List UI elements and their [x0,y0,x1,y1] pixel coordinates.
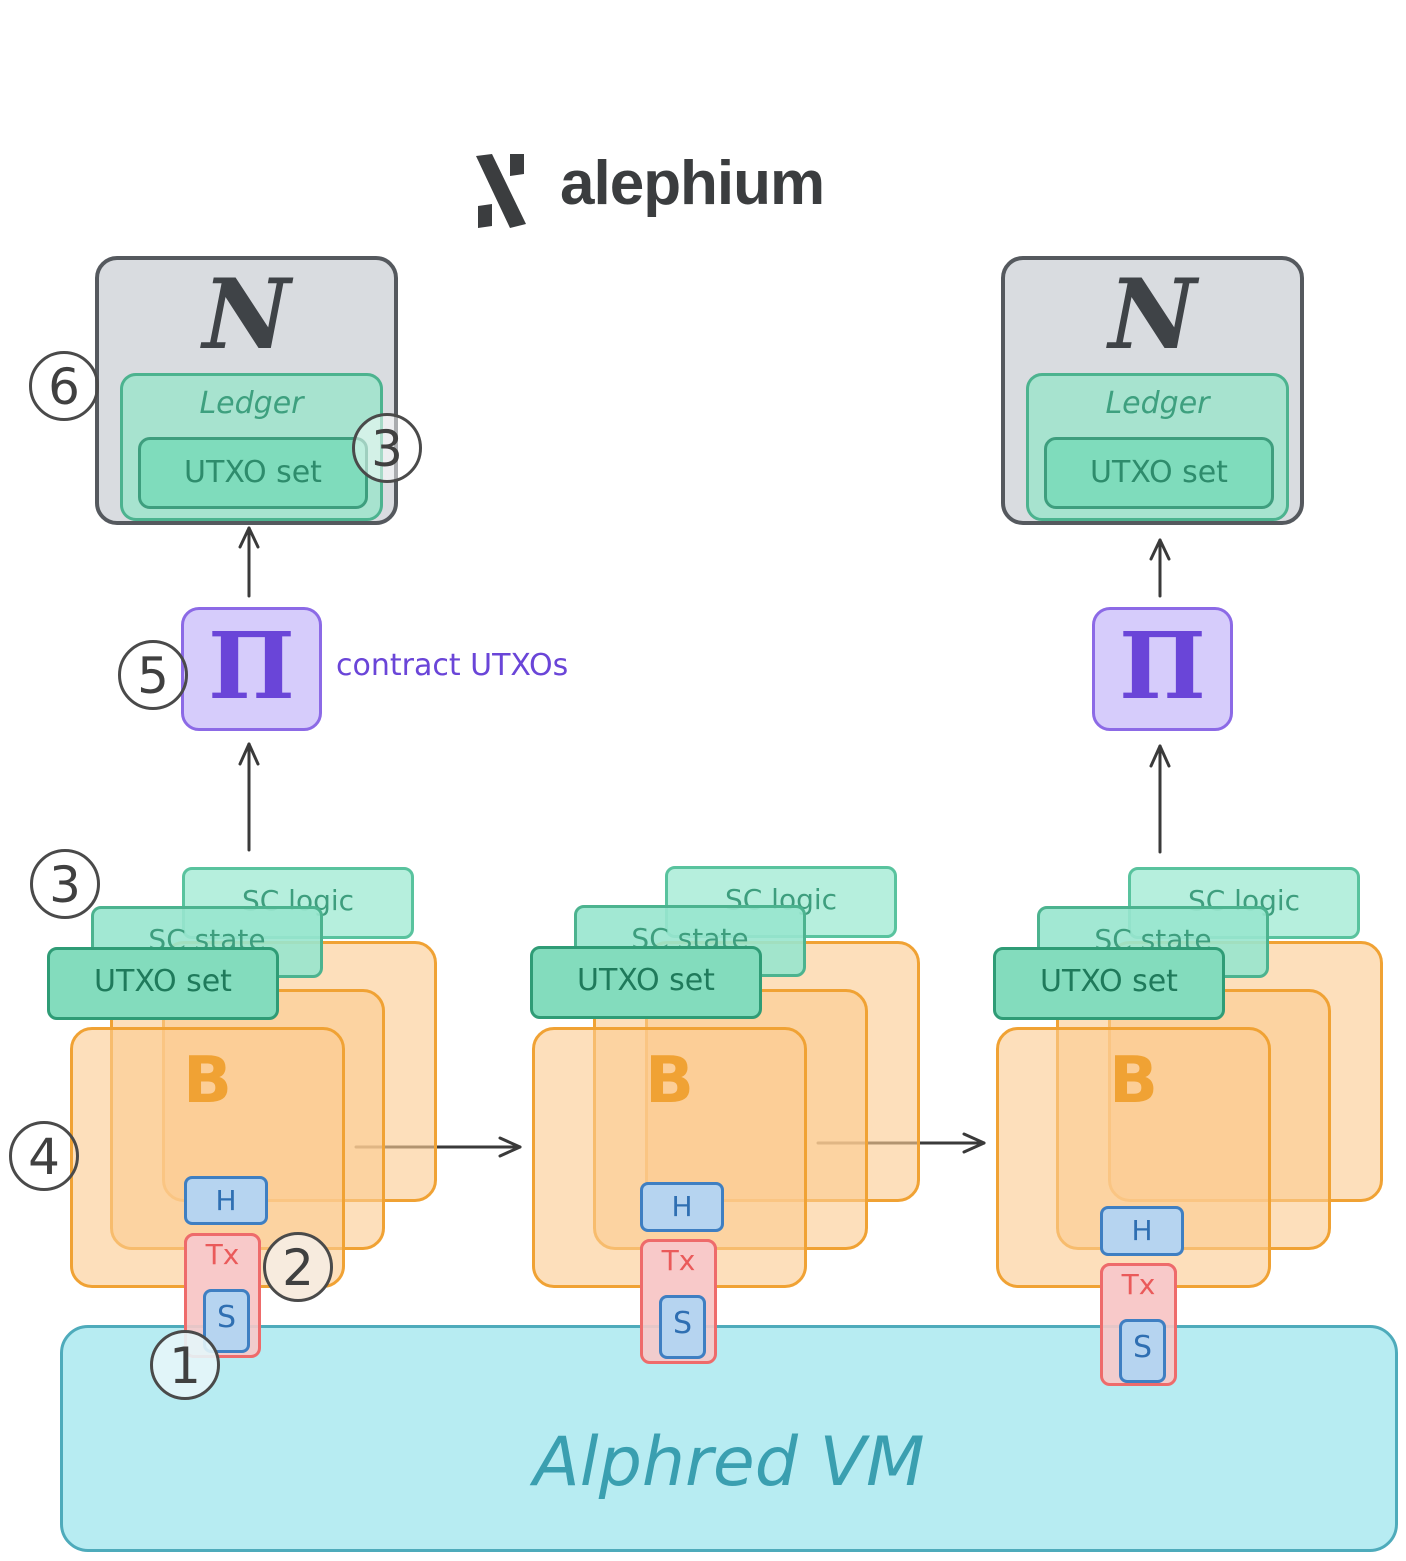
alphred-vm-label: Alphred VM [533,1423,925,1502]
block-3-utxo-set: UTXO set [993,947,1225,1020]
block-3-tx-overlay: Tx S [1100,1263,1177,1386]
block-1-script-overlay: S [203,1289,250,1353]
ledger-right-label: Ledger [1105,386,1210,421]
node-right: N Ledger UTXO set [1001,256,1304,525]
block-1-utxo-set: UTXO set [47,947,279,1020]
block-1-tx-overlay-label: Tx [205,1238,240,1271]
ledger-right: Ledger UTXO set [1026,373,1289,521]
alephium-logo-icon [476,154,526,228]
block-3-header: H [1100,1206,1184,1256]
block-3-letter: B [1109,1044,1158,1118]
badge-2: 2 [263,1232,333,1302]
ledger-left-label: Ledger [199,386,304,421]
contract-utxos-label: contract UTXOs [336,648,569,683]
logo-wordmark: alephium [560,149,825,218]
badge-3-block: 3 [30,849,100,919]
block-3-tx-overlay-label: Tx [1121,1268,1156,1301]
block-2-tx-overlay: Tx S [640,1239,717,1364]
badge-3-ledger: 3 [352,413,422,483]
pi-box-right: Π [1092,607,1233,731]
ledger-right-utxo: UTXO set [1044,437,1274,509]
block-2-letter: B [645,1044,694,1118]
pi-box-left: Π [181,607,322,731]
node-left: N Ledger UTXO set [95,256,398,525]
node-left-letter: N [202,258,291,371]
node-right-letter: N [1108,258,1197,371]
badge-5: 5 [118,640,188,710]
ledger-left-utxo: UTXO set [138,437,368,509]
badge-6: 6 [29,351,99,421]
block-2-tx-overlay-label: Tx [661,1244,696,1277]
block-2-header: H [640,1182,724,1232]
block-1-letter: B [183,1044,232,1118]
badge-1: 1 [150,1330,220,1400]
block-2-utxo-set: UTXO set [530,946,762,1019]
block-stack-3-front: B [996,1027,1271,1288]
badge-4: 4 [9,1121,79,1191]
block-1-header: H [184,1176,268,1225]
block-2-script-overlay: S [659,1295,706,1359]
block-3-script-overlay: S [1119,1319,1166,1383]
ledger-left: Ledger UTXO set [120,373,383,521]
alphred-vm-panel: Alphred VM [60,1325,1398,1552]
block-1-tx-overlay: Tx S [184,1233,261,1358]
